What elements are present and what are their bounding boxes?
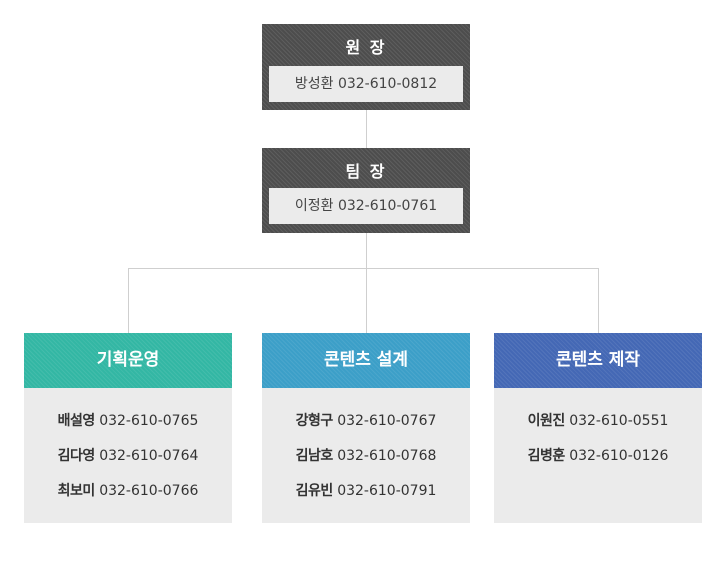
team-lead-phone: 032-610-0761 bbox=[337, 198, 438, 214]
member-row: 김남호 032-610-0768 bbox=[262, 439, 470, 474]
member-row: 배설영 032-610-0765 bbox=[24, 404, 232, 439]
member-phone: 032-610-0766 bbox=[99, 483, 199, 499]
member-phone: 032-610-0768 bbox=[337, 448, 437, 464]
director-title: 원 장 bbox=[345, 38, 387, 57]
team-lead-name: 이정환 bbox=[294, 198, 334, 214]
member-row: 김다영 032-610-0764 bbox=[24, 439, 232, 474]
director-name: 방성환 bbox=[294, 76, 334, 92]
team-name-content-design: 콘텐츠 설계 bbox=[323, 350, 409, 370]
team-header-content-production: 콘텐츠 제작 bbox=[494, 333, 702, 388]
team-members-content-production: 이원진 032-610-0551 김병훈 032-610-0126 bbox=[494, 388, 702, 523]
member-row: 김유빈 032-610-0791 bbox=[262, 474, 470, 509]
member-name: 이원진 bbox=[527, 413, 566, 429]
member-phone: 032-610-0764 bbox=[99, 448, 199, 464]
member-name: 최보미 bbox=[57, 483, 96, 499]
member-name: 강형구 bbox=[295, 413, 334, 429]
member-phone: 032-610-0767 bbox=[337, 413, 437, 429]
member-name: 김남호 bbox=[295, 448, 334, 464]
team-lead-title: 팀 장 bbox=[345, 162, 387, 181]
member-phone: 032-610-0765 bbox=[99, 413, 199, 429]
team-lead-contact: 이정환 032-610-0761 bbox=[269, 188, 463, 224]
member-name: 배설영 bbox=[57, 413, 96, 429]
member-row: 강형구 032-610-0767 bbox=[262, 404, 470, 439]
member-name: 김병훈 bbox=[527, 448, 566, 464]
director-box: 원 장 방성환 032-610-0812 bbox=[262, 24, 470, 110]
member-name: 김다영 bbox=[57, 448, 96, 464]
member-name: 김유빈 bbox=[295, 483, 334, 499]
member-phone: 032-610-0551 bbox=[569, 413, 669, 429]
member-phone: 032-610-0791 bbox=[337, 483, 437, 499]
team-members-content-design: 강형구 032-610-0767 김남호 032-610-0768 김유빈 03… bbox=[262, 388, 470, 523]
member-row: 최보미 032-610-0766 bbox=[24, 474, 232, 509]
member-phone: 032-610-0126 bbox=[569, 448, 669, 464]
team-name-planning: 기획운영 bbox=[96, 350, 160, 370]
member-row: 이원진 032-610-0551 bbox=[494, 404, 702, 439]
team-lead-box: 팀 장 이정환 032-610-0761 bbox=[262, 148, 470, 233]
team-members-planning: 배설영 032-610-0765 김다영 032-610-0764 최보미 03… bbox=[24, 388, 232, 523]
director-phone: 032-610-0812 bbox=[337, 76, 438, 92]
team-header-planning: 기획운영 bbox=[24, 333, 232, 388]
director-contact: 방성환 032-610-0812 bbox=[269, 66, 463, 102]
team-header-content-design: 콘텐츠 설계 bbox=[262, 333, 470, 388]
team-name-content-production: 콘텐츠 제작 bbox=[555, 350, 641, 370]
member-row: 김병훈 032-610-0126 bbox=[494, 439, 702, 474]
